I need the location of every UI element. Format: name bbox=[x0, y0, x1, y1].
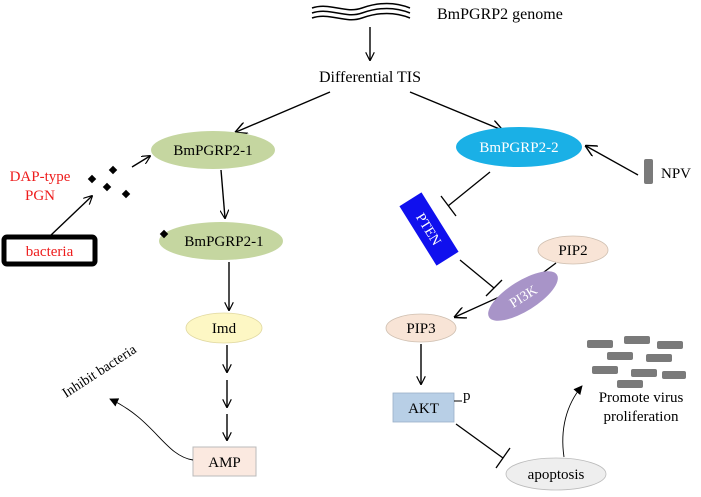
npv-label: NPV bbox=[661, 166, 691, 182]
bmpgrp2-2-inhibits-pten bbox=[447, 171, 491, 207]
bmpgrp2-1-to-bound-arrow bbox=[221, 169, 225, 218]
pip3-node bbox=[385, 313, 457, 343]
imd-node bbox=[185, 312, 263, 344]
bmpgrp2-1-label: BmPGRP2-1 bbox=[173, 143, 252, 159]
inhibit-bacteria-label: Inhibit bacteria bbox=[60, 342, 140, 401]
pten-node: PTEN bbox=[399, 192, 459, 266]
amp-label: AMP bbox=[208, 455, 241, 471]
amp-box bbox=[192, 446, 257, 477]
promote-label-line2: proliferation bbox=[604, 409, 679, 425]
akt-inhibits-apoptosis-bar bbox=[495, 447, 511, 469]
pgn-dots bbox=[87, 165, 131, 199]
apoptosis-to-promote-arrow bbox=[562, 385, 583, 458]
tis-to-bmpgrp2-2-arrow bbox=[409, 91, 502, 130]
virus-particles bbox=[587, 336, 686, 388]
akt-label: AKT bbox=[408, 401, 439, 417]
bacteria-box bbox=[1, 234, 98, 267]
genome-label: BmPGRP2 genome bbox=[437, 6, 563, 23]
apoptosis-node bbox=[505, 457, 607, 491]
npv-virus-icon bbox=[644, 159, 653, 184]
pten-inhibits-pip3-bar bbox=[485, 279, 503, 297]
promote-label-line1: Promote virus bbox=[599, 390, 684, 406]
bacteria-to-pgn-arrow bbox=[49, 196, 92, 237]
bacteria-label: bacteria bbox=[26, 244, 74, 260]
bmpgrp2-2-node bbox=[456, 127, 582, 167]
akt-box bbox=[392, 392, 455, 423]
imd-label: Imd bbox=[212, 321, 237, 337]
bmpgrp2-2-label: BmPGRP2-2 bbox=[479, 140, 558, 156]
bmpgrp2-1-node bbox=[151, 131, 275, 169]
pgn-label-line2: PGN bbox=[25, 188, 55, 204]
amp-to-inhibit-arrow bbox=[109, 398, 194, 461]
bmpgrp2-2-inhibits-pten-bar bbox=[440, 195, 457, 217]
pgn-label-line1: DAP-type bbox=[10, 169, 71, 185]
npv-to-bmpgrp2-2-arrow bbox=[586, 146, 639, 176]
pten-inhibits-pip3 bbox=[459, 259, 495, 289]
pip2-node bbox=[537, 235, 609, 265]
apoptosis-label: apoptosis bbox=[528, 467, 585, 483]
phospho-label: p bbox=[463, 388, 471, 404]
bmpgrp2-1-bound-label: BmPGRP2-1 bbox=[184, 234, 263, 250]
tis-to-bmpgrp2-1-arrow bbox=[236, 91, 331, 132]
pi3k-node: PI3K bbox=[488, 271, 558, 321]
pip2-label: PIP2 bbox=[558, 243, 587, 259]
bound-pgn-dot bbox=[159, 229, 169, 239]
pgn-to-bmpgrp2-1-arrow bbox=[131, 156, 150, 168]
pip3-label: PIP3 bbox=[406, 321, 435, 337]
bmpgrp2-1-bound-node bbox=[159, 222, 283, 260]
genome-icon bbox=[311, 2, 411, 21]
akt-inhibits-apoptosis bbox=[455, 423, 504, 459]
tis-label: Differential TIS bbox=[319, 69, 421, 86]
